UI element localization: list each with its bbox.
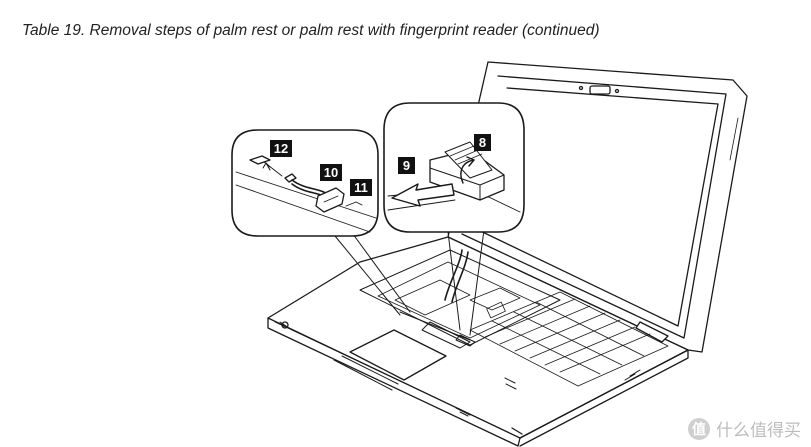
watermark: 值 什么值得买 [688,416,801,441]
callout-8: 8 [474,134,491,151]
callout-12-label: 12 [274,141,288,156]
callout-9: 9 [398,157,415,174]
detail-view-connector [231,129,379,237]
callout-11-label: 11 [354,180,368,195]
webcam-icon [589,85,611,95]
callout-12: 12 [270,140,292,157]
laptop-base [267,236,689,447]
table-caption: Table 19. Removal steps of palm rest or … [22,22,600,39]
callout-11: 11 [350,179,372,196]
watermark-logo-icon: 值 [688,417,710,440]
callout-10-label: 10 [324,165,338,180]
callout-10: 10 [320,164,342,181]
watermark-text: 什么值得买 [716,421,801,441]
callout-9-label: 9 [403,158,410,173]
callout-8-label: 8 [479,135,486,150]
touchpad [349,329,447,381]
pull-arrow-icon [391,183,455,207]
keyboard [469,291,669,387]
